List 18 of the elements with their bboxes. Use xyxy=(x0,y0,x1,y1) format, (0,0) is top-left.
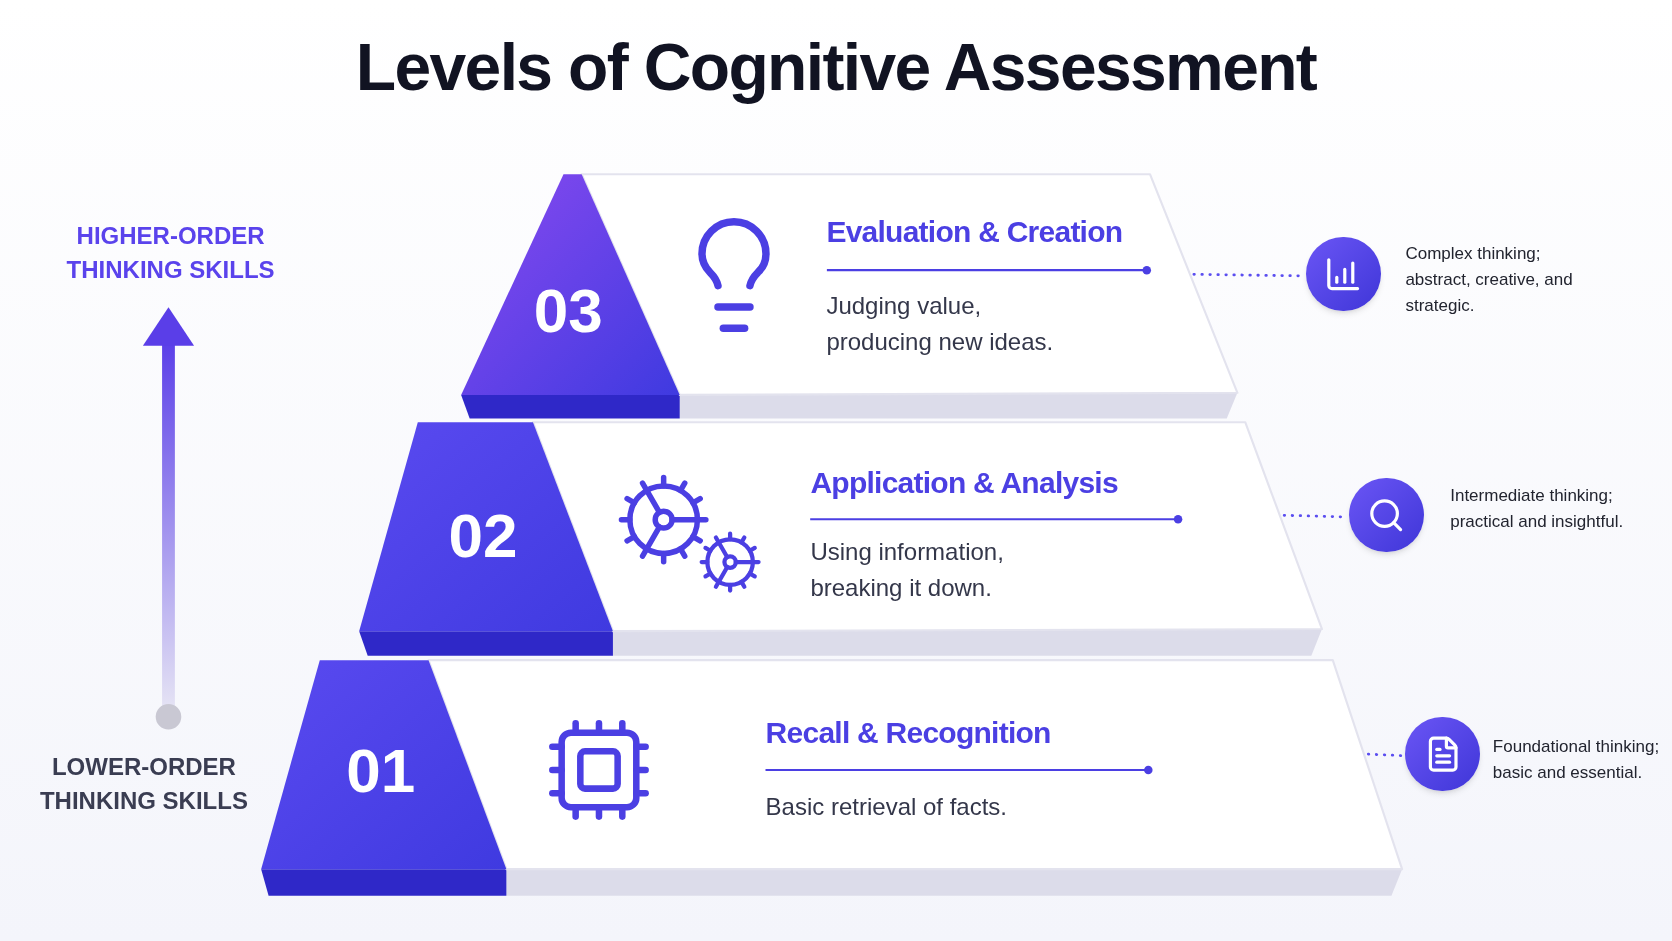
pyramid-tier xyxy=(458,170,1240,421)
level-heading: Evaluation & Creation xyxy=(826,214,1123,251)
level-description: Basic retrieval of facts. xyxy=(765,792,1009,823)
description-text: Intermediate thinking; practical and insightful. xyxy=(1450,485,1625,534)
description-text: Complex thinking; abstract, creative, and strategic. xyxy=(1405,243,1574,317)
level-heading: Application & Analysis xyxy=(810,464,1118,501)
axis-label: HIGHER-ORDER THINKING SKILLS xyxy=(65,220,276,285)
level-number: 02 xyxy=(448,505,518,568)
pyramid-tier xyxy=(357,419,1325,658)
description-text: Foundational thinking; basic and essential. xyxy=(1492,735,1661,784)
pyramid-tier xyxy=(259,657,1405,898)
level-heading: Recall & Recognition xyxy=(765,715,1051,752)
level-description: Judging value, producing new ideas. xyxy=(826,290,1055,357)
level-description: Using information, breaking it down. xyxy=(810,537,1005,604)
dotted-connector xyxy=(1366,752,1403,757)
level-number: 03 xyxy=(533,280,603,343)
axis-label: LOWER-ORDER THINKING SKILLS xyxy=(38,751,249,816)
level-number: 01 xyxy=(346,739,416,802)
